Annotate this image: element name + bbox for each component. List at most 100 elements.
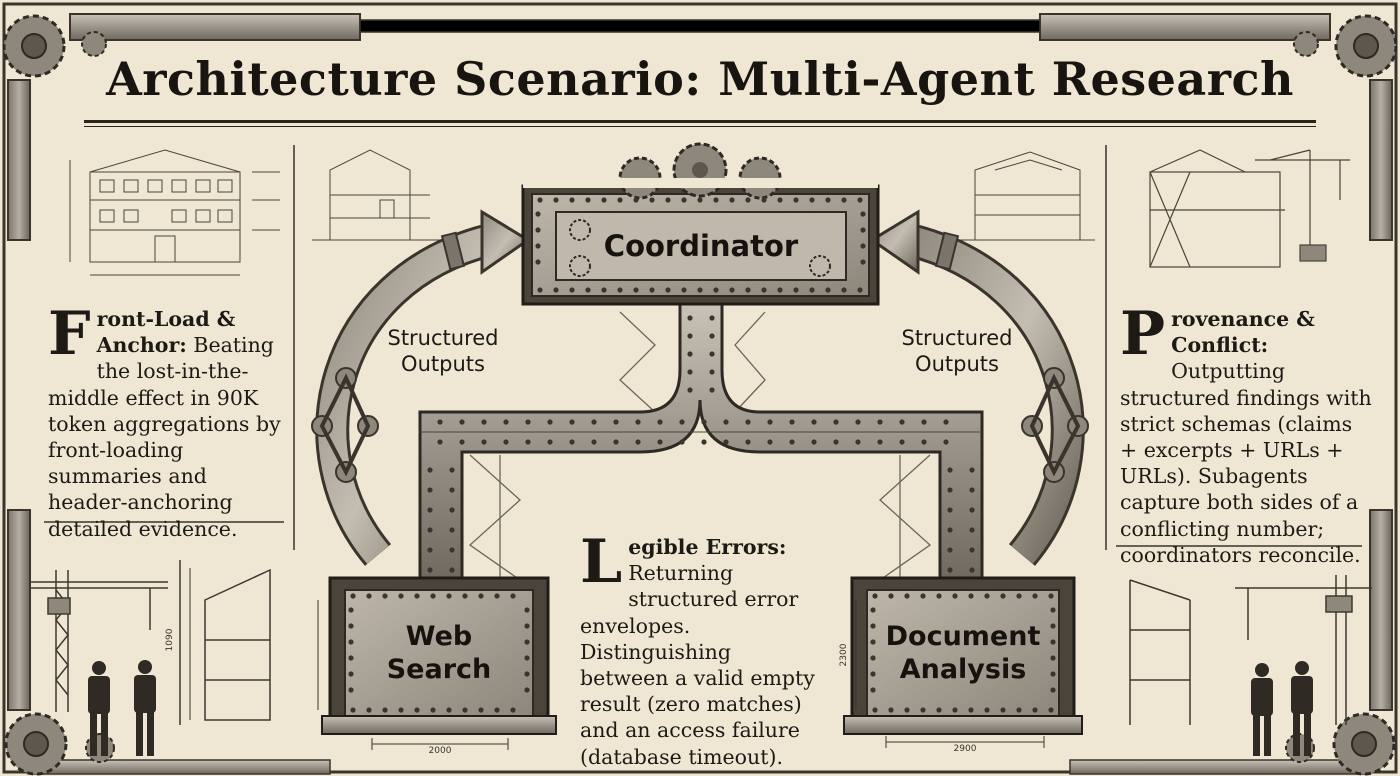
rivet [745, 439, 751, 445]
rivet [833, 439, 839, 445]
rivet [833, 419, 839, 425]
rivet [665, 287, 671, 293]
rivet [947, 567, 953, 573]
web-search-label-line: Web [405, 621, 473, 652]
rivet [968, 707, 974, 713]
rivet [348, 671, 354, 677]
rivet [1032, 593, 1038, 599]
rivet [617, 287, 623, 293]
rivet [687, 369, 693, 375]
rivet [855, 439, 861, 445]
rivet [767, 439, 773, 445]
rivet [427, 467, 433, 473]
coordinator-node [521, 184, 880, 306]
rivet [899, 419, 905, 425]
rivet [761, 287, 767, 293]
rivet [809, 197, 815, 203]
connector-beams [418, 302, 984, 582]
page-title: Architecture Scenario: Multi-Agent Resea… [106, 52, 1294, 106]
rivet [969, 487, 975, 493]
dimension-lines [189, 568, 1045, 750]
rivet [1050, 607, 1056, 613]
rivet [524, 671, 530, 677]
rivet [1016, 593, 1022, 599]
building-blueprint-sketch [69, 149, 280, 276]
rivet [745, 287, 751, 293]
rivet [430, 593, 436, 599]
rivet [510, 593, 516, 599]
drop-cap: F [48, 299, 91, 369]
document-analysis-label: Document Analysis [860, 620, 1066, 686]
rivet [524, 655, 530, 661]
rivet [437, 439, 443, 445]
rivet [969, 467, 975, 473]
rivet [494, 707, 500, 713]
rivet [687, 315, 693, 321]
rivet [947, 547, 953, 553]
rivet [591, 439, 597, 445]
web-search-node [321, 576, 557, 735]
rivet [524, 623, 530, 629]
rivet [1048, 707, 1054, 713]
rivet [1050, 671, 1056, 677]
rivet [921, 439, 927, 445]
section-blueprint-sketch [312, 149, 1095, 241]
rivet [459, 439, 465, 445]
rivet [657, 439, 663, 445]
rivet [569, 419, 575, 425]
svg-text:2900: 2900 [954, 744, 977, 754]
rivet [984, 707, 990, 713]
rivet [446, 593, 452, 599]
rivet [888, 707, 894, 713]
rivet [525, 419, 531, 425]
rivet [870, 623, 876, 629]
rivet [382, 707, 388, 713]
rivet [841, 197, 847, 203]
rivet [462, 593, 468, 599]
rivet [947, 487, 953, 493]
rivet [1050, 623, 1056, 629]
rivet [857, 197, 863, 203]
rivet [952, 707, 958, 713]
rivet [921, 419, 927, 425]
rivet [872, 593, 878, 599]
rivet [427, 547, 433, 553]
rivet [649, 287, 655, 293]
rivet [553, 197, 559, 203]
rivet [569, 287, 575, 293]
rivet [547, 419, 553, 425]
rivet [870, 655, 876, 661]
svg-text:2000: 2000 [429, 746, 452, 756]
rivet [585, 197, 591, 203]
rivet [1000, 593, 1006, 599]
rivet [809, 287, 815, 293]
left-flow-arrow [311, 209, 531, 566]
rivet [613, 419, 619, 425]
rivet [870, 607, 876, 613]
rivet [348, 655, 354, 661]
rivet [877, 419, 883, 425]
rivet [709, 387, 715, 393]
rivet [723, 419, 729, 425]
drop-cap: P [1120, 299, 1166, 369]
rivet [601, 287, 607, 293]
rivet [729, 197, 735, 203]
rivet [920, 707, 926, 713]
rivet [553, 287, 559, 293]
coordinator-label: Coordinator [603, 229, 799, 263]
rivet [745, 197, 751, 203]
rivet [649, 197, 655, 203]
web-search-label: Web Search [345, 620, 533, 686]
rivet [537, 197, 543, 203]
title-underline [84, 120, 1316, 123]
svg-text:1090: 1090 [165, 628, 175, 651]
rivet [860, 227, 866, 233]
rivet [709, 315, 715, 321]
rivet [888, 593, 894, 599]
rivet [382, 593, 388, 599]
rivet [537, 287, 543, 293]
document-analysis-label-line: Analysis [899, 654, 1027, 685]
rivet [947, 527, 953, 533]
rivet [713, 197, 719, 203]
